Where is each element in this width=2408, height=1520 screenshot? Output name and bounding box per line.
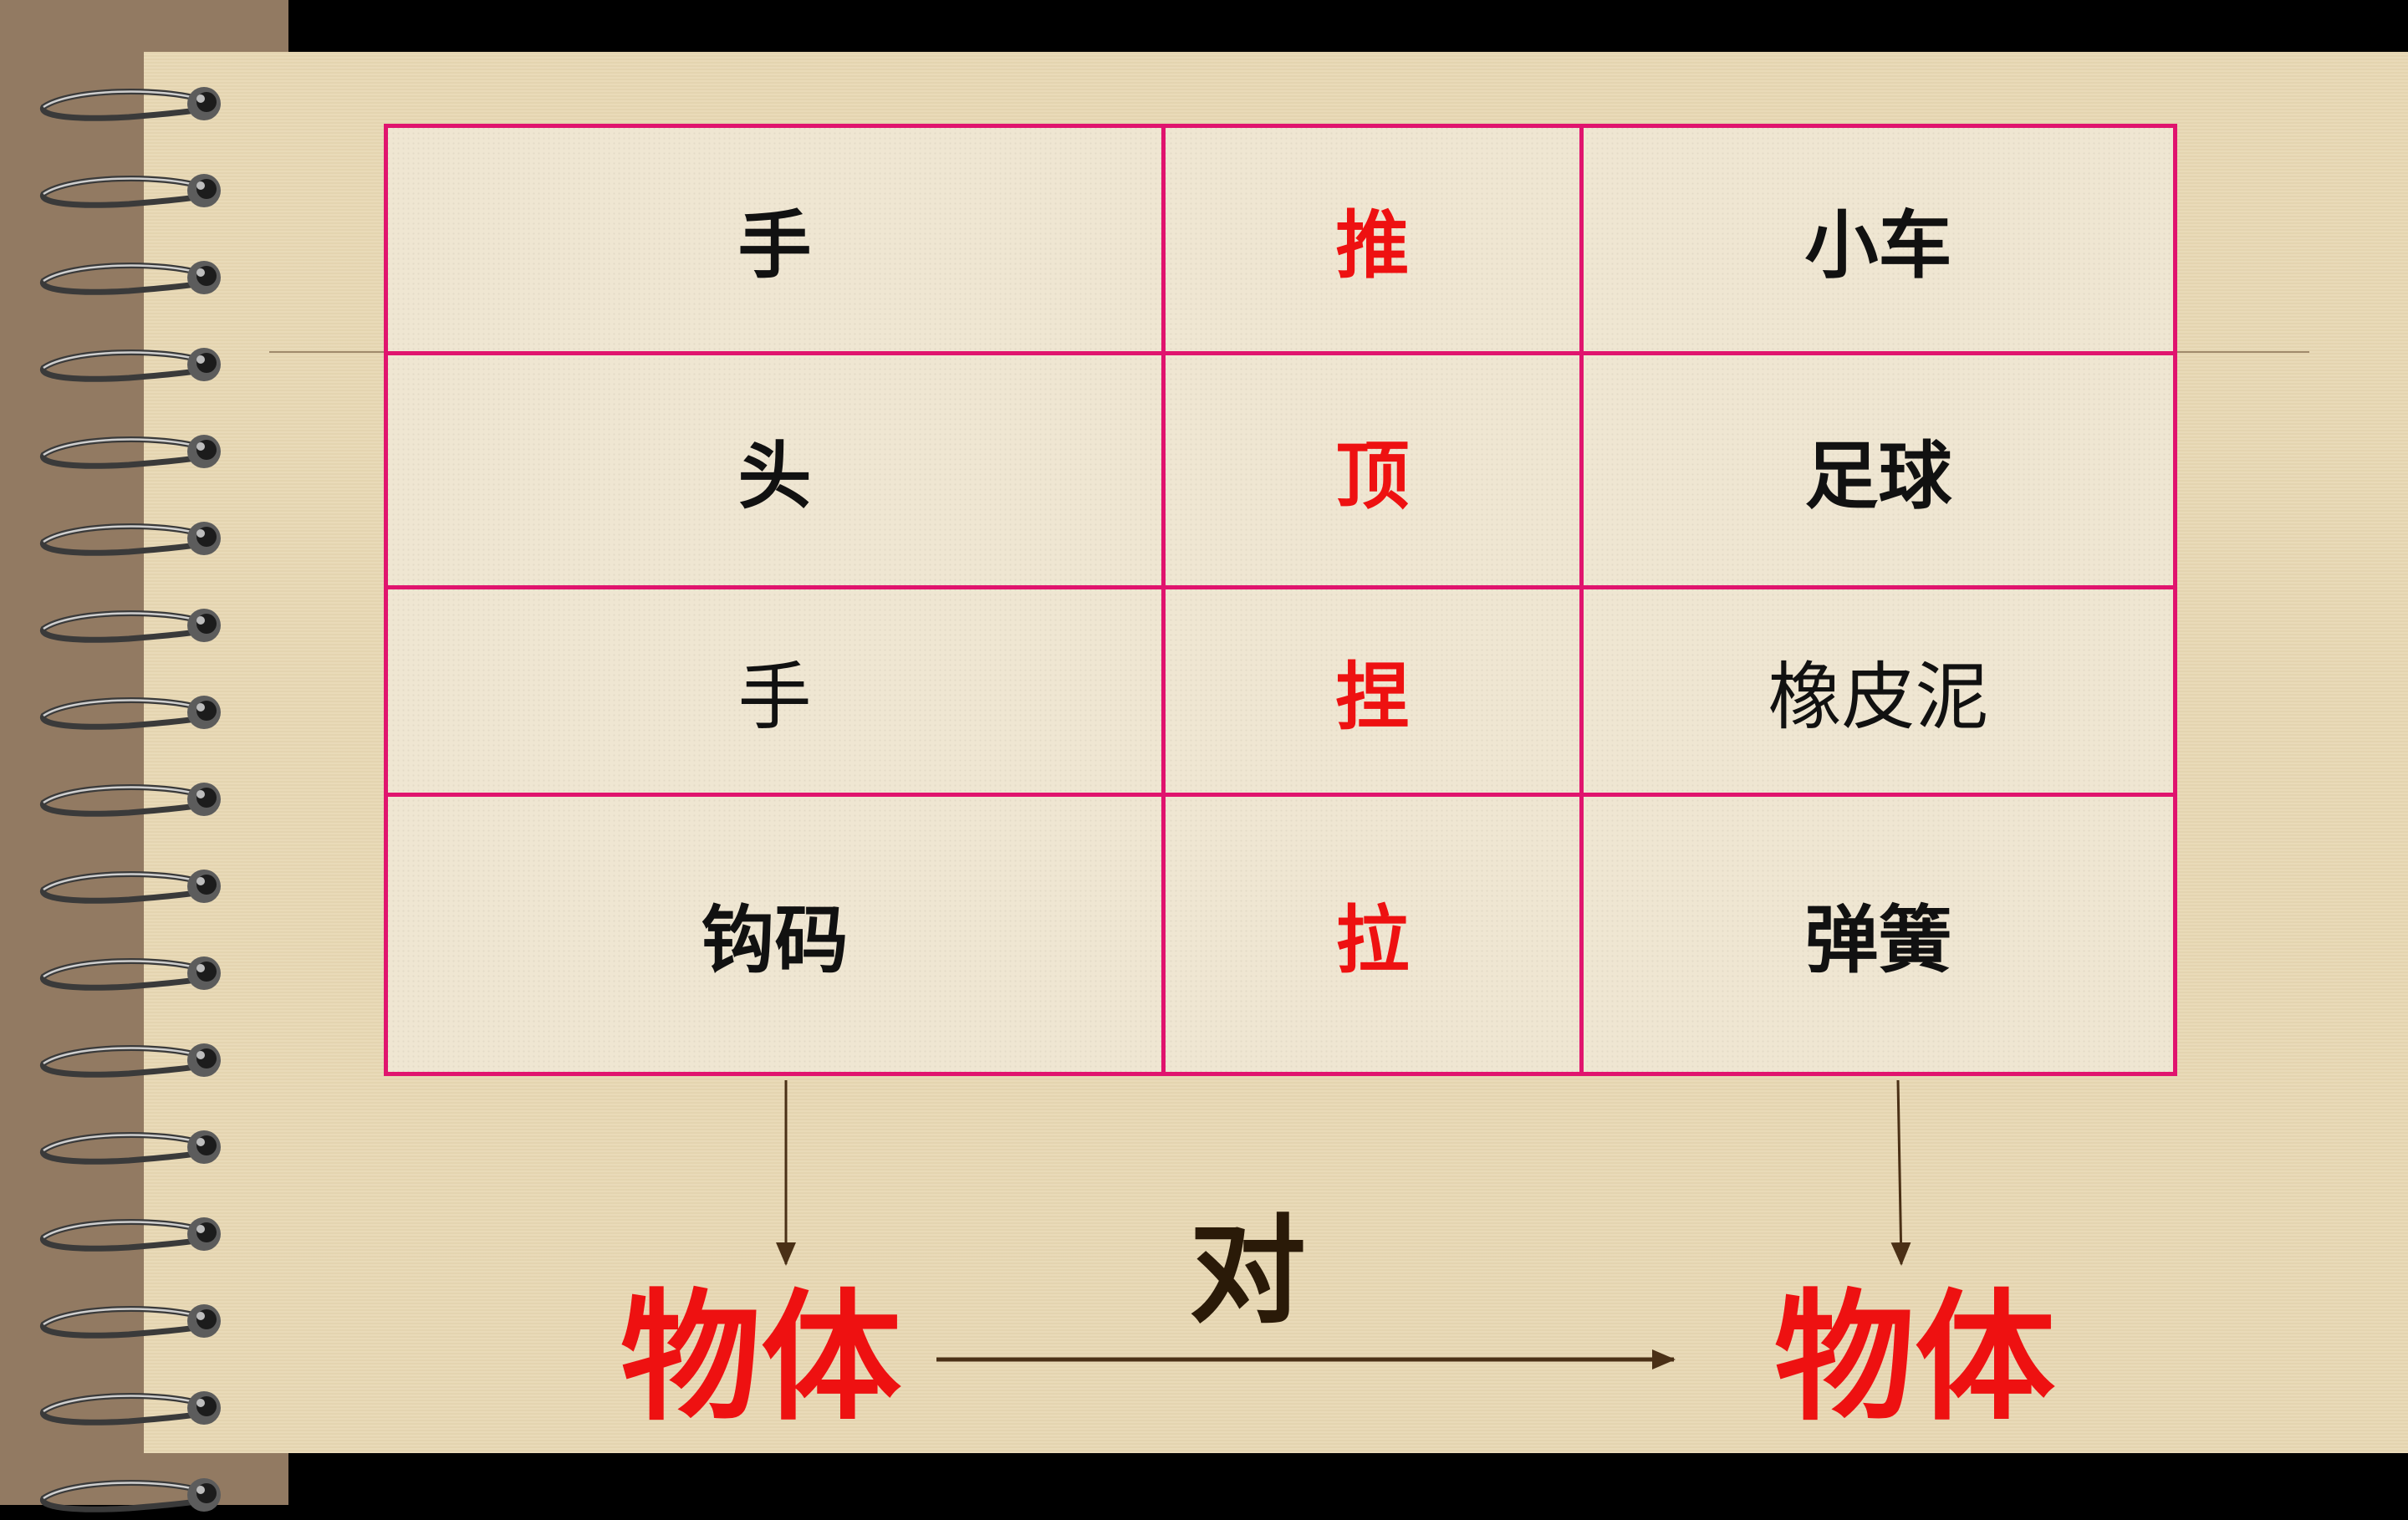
- spiral-ring-icon: [37, 604, 244, 650]
- spiral-ring-icon: [37, 1038, 244, 1085]
- object-cell: 小车: [1579, 124, 2177, 355]
- relation-label: 对: [1189, 1204, 1307, 1340]
- spiral-ring-icon: [37, 82, 244, 129]
- table-row: 手 推 小车: [384, 124, 2177, 355]
- verb-cell: 推: [1161, 124, 1584, 355]
- subject-cell: 钩码: [384, 793, 1166, 1076]
- spiral-ring-icon: [37, 951, 244, 998]
- spiral-ring-icon: [37, 169, 244, 216]
- object-cell: 弹簧: [1579, 793, 2177, 1076]
- subject-cell: 手: [384, 585, 1166, 797]
- verb-cell: 顶: [1161, 351, 1584, 589]
- spiral-ring-icon: [37, 343, 244, 390]
- spiral-ring-icon: [37, 1125, 244, 1172]
- object-label-left: 物体: [620, 1276, 901, 1440]
- spiral-ring-icon: [37, 1299, 244, 1346]
- spiral-ring-icon: [37, 1386, 244, 1433]
- table-row: 钩码 拉 弹簧: [384, 793, 2177, 1076]
- subject-cell: 头: [384, 351, 1166, 589]
- table-row: 手 捏 橡皮泥: [384, 585, 2177, 797]
- table-row: 头 顶 足球: [384, 351, 2177, 589]
- object-cell: 足球: [1579, 351, 2177, 589]
- spiral-ring-icon: [37, 1212, 244, 1259]
- spiral-ring-icon: [37, 430, 244, 477]
- verb-cell: 捏: [1161, 585, 1584, 797]
- force-table: 手 推 小车 头 顶 足球 手 捏 橡皮泥 钩码 拉 弹簧: [384, 124, 2177, 1076]
- spiral-ring-icon: [37, 691, 244, 737]
- spiral-ring-icon: [37, 865, 244, 911]
- spiral-ring-icon: [37, 256, 244, 303]
- verb-cell: 拉: [1161, 793, 1584, 1076]
- subject-cell: 手: [384, 124, 1166, 355]
- object-cell: 橡皮泥: [1579, 585, 2177, 797]
- object-label-right: 物体: [1774, 1276, 2055, 1440]
- spiral-ring-icon: [37, 778, 244, 824]
- arrow-icon: [1890, 1079, 1911, 1266]
- spiral-ring-icon: [37, 517, 244, 564]
